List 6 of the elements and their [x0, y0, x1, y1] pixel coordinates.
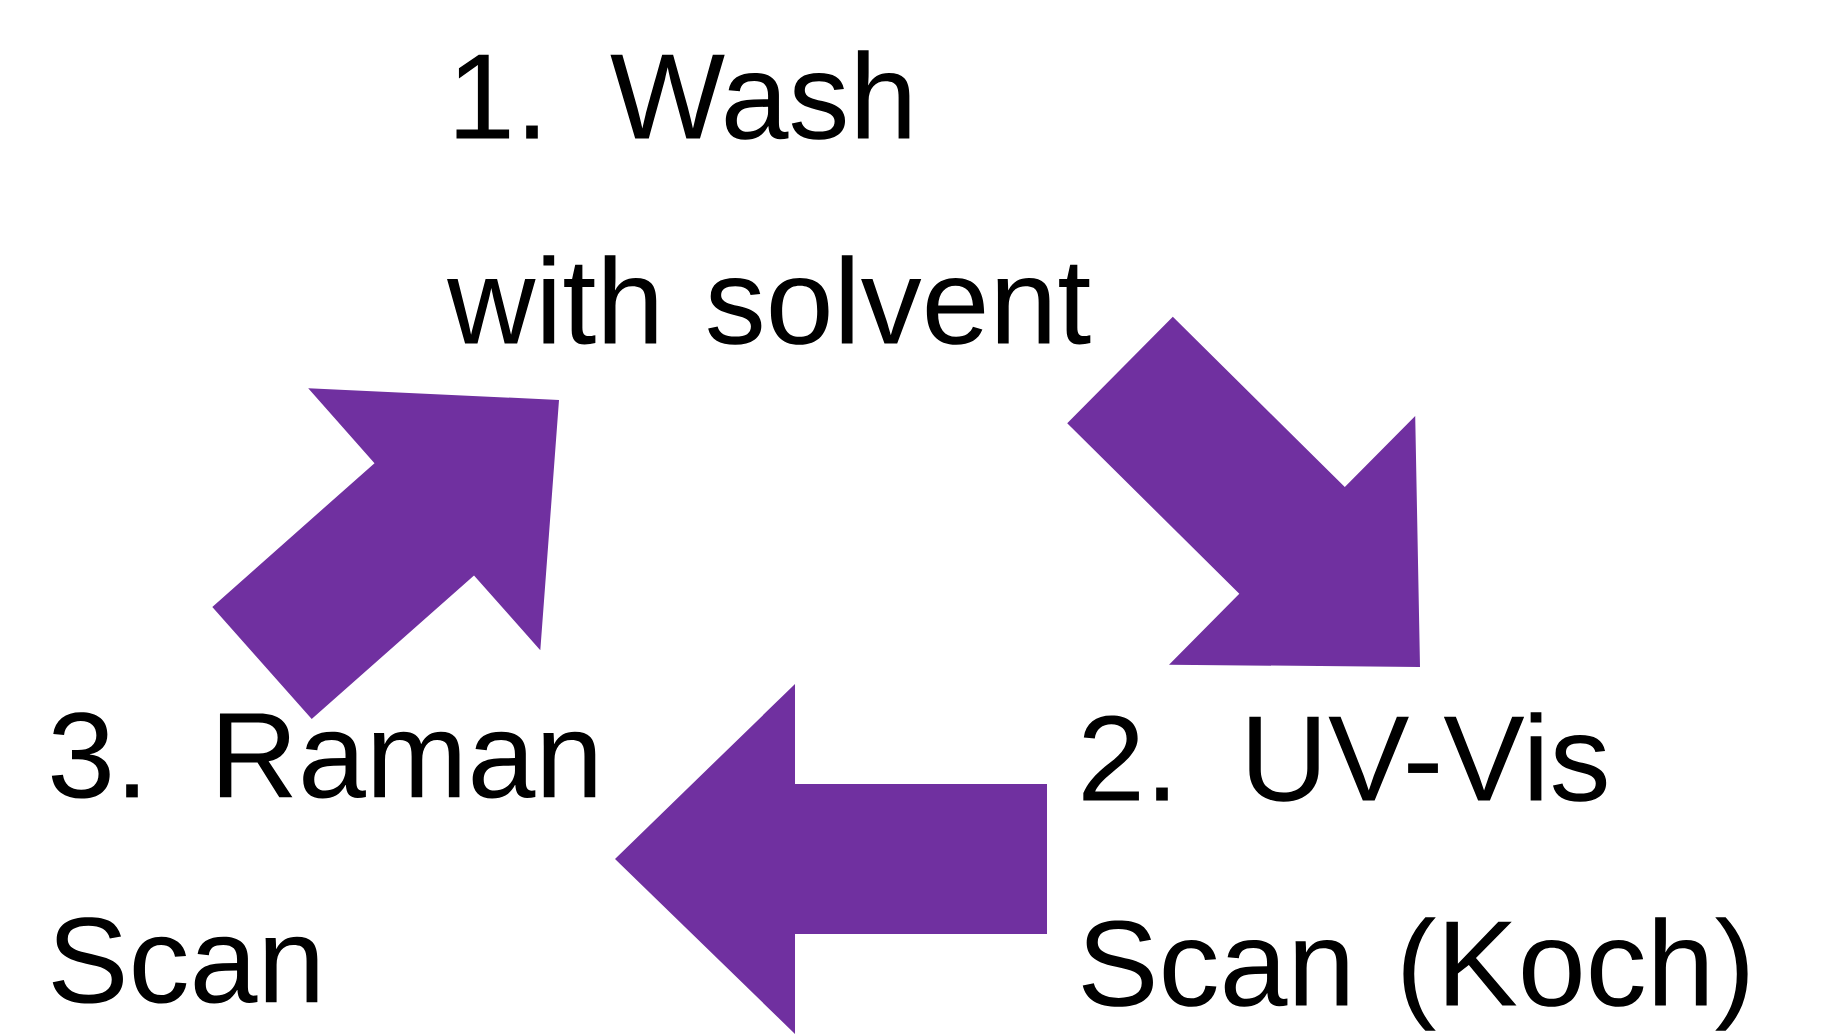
- block-arrow: [1067, 316, 1420, 667]
- block-arrow: [212, 388, 559, 720]
- block-arrow: [615, 684, 1047, 1034]
- step-label: 3. Raman Scan: [51, 712, 596, 1004]
- step-label: 2. UV-Vis Scan (Koch): [1082, 712, 1748, 1031]
- step-label: 1. Wash with solvent: [447, 50, 1091, 345]
